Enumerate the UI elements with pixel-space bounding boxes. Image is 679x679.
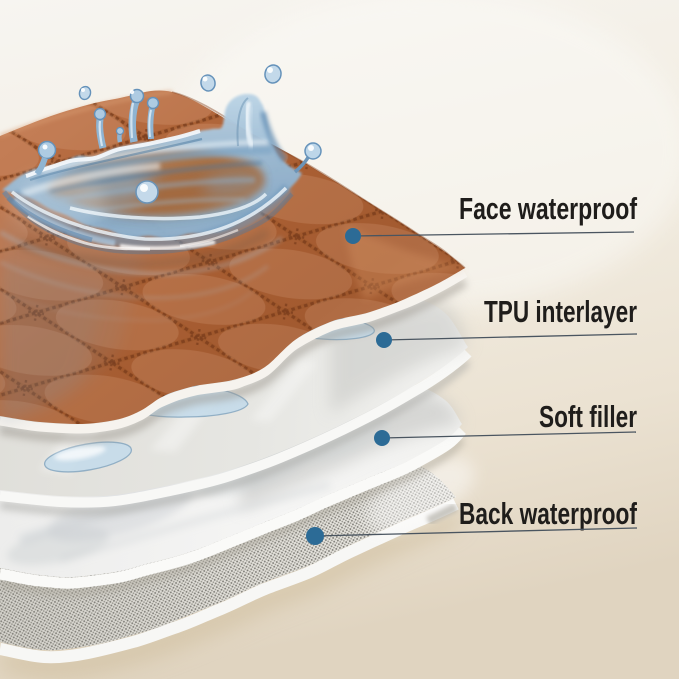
svg-text:Face waterproof: Face waterproof: [459, 191, 637, 226]
svg-text:Back waterproof: Back waterproof: [459, 496, 637, 531]
svg-text:Soft filler: Soft filler: [539, 399, 637, 434]
svg-text:TPU interlayer: TPU interlayer: [484, 294, 637, 329]
